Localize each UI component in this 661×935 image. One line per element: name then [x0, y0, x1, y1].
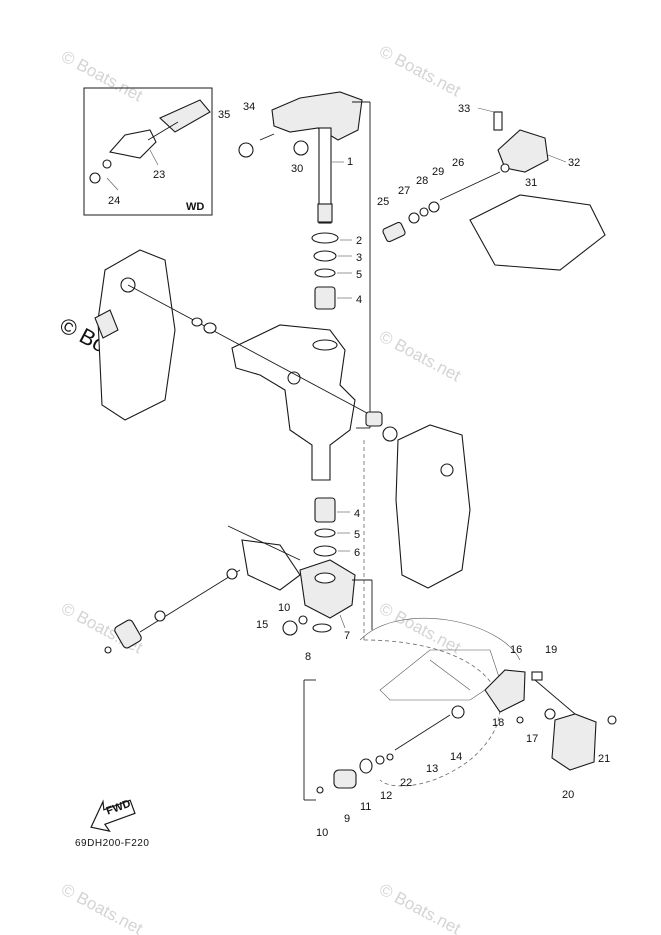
- callout-15: 15: [256, 619, 268, 631]
- tilt-stop-assembly: 33 32 31 26 29 28 27 25: [377, 103, 606, 271]
- callout-34: 34: [243, 101, 255, 113]
- diagram-code: 69DH200-F220: [75, 838, 149, 849]
- callout-10b: 10: [316, 827, 328, 839]
- swivel-bracket: [231, 324, 356, 481]
- callout-6: 6: [354, 547, 360, 559]
- tilt-rod-left: [104, 568, 241, 654]
- callout-18: 18: [492, 717, 504, 729]
- callout-27: 27: [398, 185, 410, 197]
- callout-30: 30: [291, 163, 303, 175]
- bracket-icon: [108, 129, 157, 159]
- callout-20: 20: [562, 789, 574, 801]
- part-16: [484, 669, 526, 713]
- callout-31: 31: [525, 177, 537, 189]
- steering-arm: [271, 91, 363, 141]
- lower-steering-bracket: 7 10 15 8: [227, 525, 373, 663]
- shaft-parts: 2 3 5 4: [311, 232, 362, 310]
- inset-box: 23 24 WD: [83, 87, 213, 216]
- callout-23: 23: [153, 169, 165, 181]
- bottom-bracket-group: 16 19 18 17 21 20 14 13 22 12 11 9 10: [303, 639, 617, 839]
- callout-21: 21: [598, 753, 610, 765]
- callout-5a: 5: [356, 269, 362, 281]
- callout-35: 35: [218, 109, 230, 121]
- nut-30: [293, 140, 309, 156]
- watermark-lower-mid: © Boats.net: [376, 599, 464, 658]
- callout-2: 2: [356, 235, 362, 247]
- callout-12: 12: [380, 790, 392, 802]
- steering-arm-assembly: 35 34 30 1: [218, 91, 371, 429]
- callout-7: 7: [344, 630, 350, 642]
- callout-4b: 4: [354, 508, 360, 520]
- callout-28: 28: [416, 175, 428, 187]
- callout-17: 17: [526, 733, 538, 745]
- callout-25: 25: [377, 196, 389, 208]
- callout-5b: 5: [354, 529, 360, 541]
- callout-24: 24: [108, 195, 120, 207]
- callout-19: 19: [545, 644, 557, 656]
- callout-26: 26: [452, 157, 464, 169]
- callout-11: 11: [360, 801, 371, 813]
- callout-8: 8: [305, 651, 311, 663]
- nut-35: [238, 142, 254, 158]
- watermark-top-left: © Boats.net: [58, 47, 146, 106]
- callout-10a: 10: [278, 602, 290, 614]
- fwd-arrow: FWD: [90, 798, 136, 833]
- clamp-bracket-right: [363, 411, 471, 640]
- watermark-bottom-left: © Boats.net: [58, 880, 146, 935]
- watermark-mid-right: © Boats.net: [376, 327, 464, 386]
- callout-4a: 4: [356, 294, 362, 306]
- part-20: [551, 713, 597, 771]
- steering-shaft: [318, 127, 332, 224]
- callout-3: 3: [356, 252, 362, 264]
- inset-label: WD: [186, 201, 204, 213]
- callout-9: 9: [344, 813, 350, 825]
- callout-13: 13: [426, 763, 438, 775]
- callout-32: 32: [568, 157, 580, 169]
- callout-22: 22: [400, 777, 412, 789]
- callout-1: 1: [347, 156, 353, 168]
- watermark-top-right: © Boats.net: [376, 42, 464, 101]
- lower-shaft-parts: 4 5 6: [313, 497, 360, 559]
- callout-16: 16: [510, 644, 522, 656]
- watermark-bottom-right: © Boats.net: [376, 880, 464, 935]
- callout-14: 14: [450, 751, 462, 763]
- callout-33: 33: [458, 103, 470, 115]
- clamp-bracket-left: [94, 249, 381, 421]
- callout-29: 29: [432, 166, 444, 178]
